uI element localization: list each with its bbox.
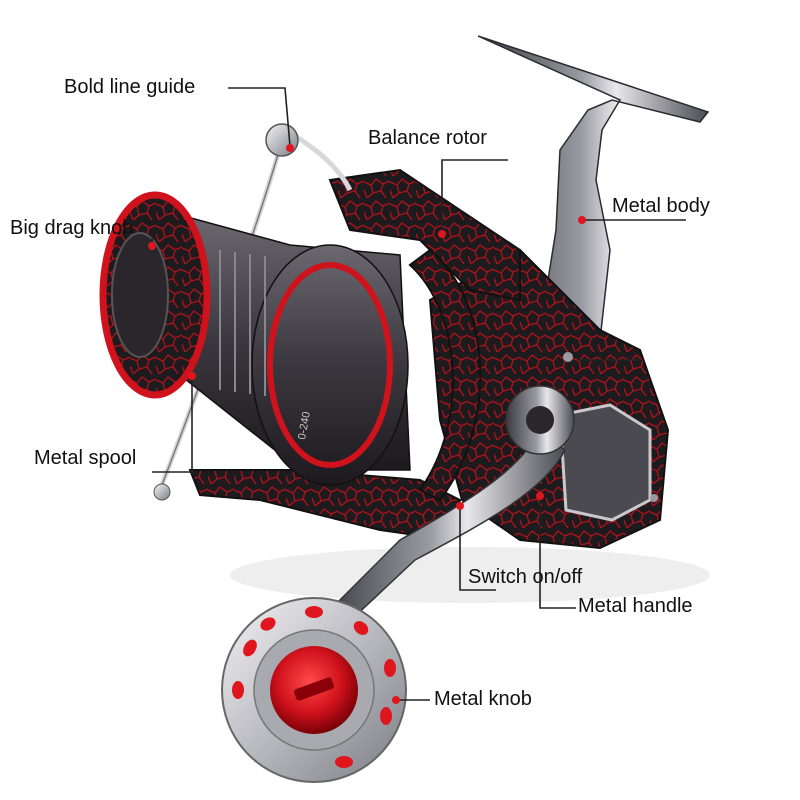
metal-handle: [318, 385, 575, 637]
metal-knob: [221, 597, 407, 783]
label-bold-line-guide: Bold line guide: [64, 76, 196, 98]
label-metal-handle: Metal handle: [578, 595, 693, 617]
line-guide-roller: [265, 123, 299, 157]
label-balance-rotor: Balance rotor: [368, 127, 487, 149]
leader-lines: [151, 87, 686, 701]
drag-knob: [99, 191, 211, 399]
leader-line-rotor: [441, 159, 508, 232]
dot-knob: [392, 696, 400, 704]
leader-line-spool: [152, 378, 193, 473]
dot-line-guide: [286, 144, 294, 152]
label-metal-knob: Metal knob: [434, 688, 532, 710]
label-switch-on-off: Switch on/off: [468, 566, 583, 588]
label-metal-body: Metal body: [612, 195, 710, 217]
leader-line-switch: [459, 508, 496, 591]
dot-spool: [188, 372, 196, 380]
metal-spool: 0-240: [179, 214, 411, 486]
leader-line-handle: [539, 498, 576, 609]
dot-drag: [148, 242, 156, 250]
spool-print: 0-240: [296, 411, 313, 441]
balance-rotor: [188, 168, 521, 542]
leader-line-guide: [228, 87, 291, 147]
label-big-drag-knob: Big drag knob: [10, 217, 134, 239]
dot-switch: [456, 502, 464, 510]
dot-handle: [536, 492, 544, 500]
callout-dots: [148, 144, 586, 704]
dot-body: [578, 216, 586, 224]
dot-rotor: [438, 230, 446, 238]
label-metal-spool: Metal spool: [34, 447, 137, 469]
